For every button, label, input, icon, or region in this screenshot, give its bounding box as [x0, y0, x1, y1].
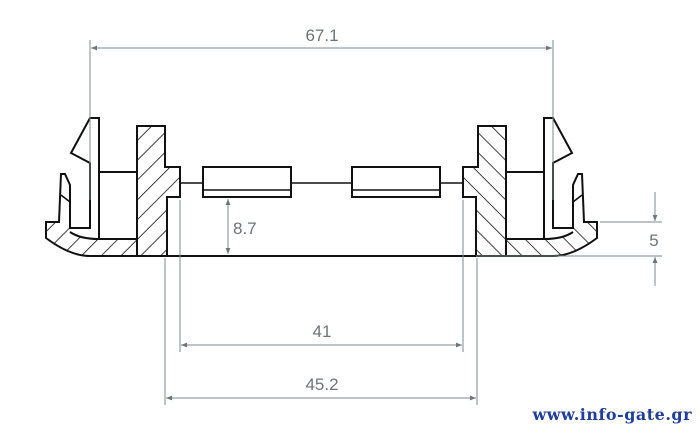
dimension-height-left: 8.7 — [233, 219, 257, 238]
right-clip-section — [351, 117, 598, 257]
dimension-height-right: 5 — [649, 231, 658, 250]
dimension-base-width: 45.2 — [305, 375, 338, 394]
watermark: www.info-gate.gr — [532, 405, 692, 424]
dimension-lines — [89, 40, 662, 405]
dimension-overall-width: 67.1 — [305, 26, 338, 45]
dimension-inner-width: 41 — [313, 322, 332, 341]
